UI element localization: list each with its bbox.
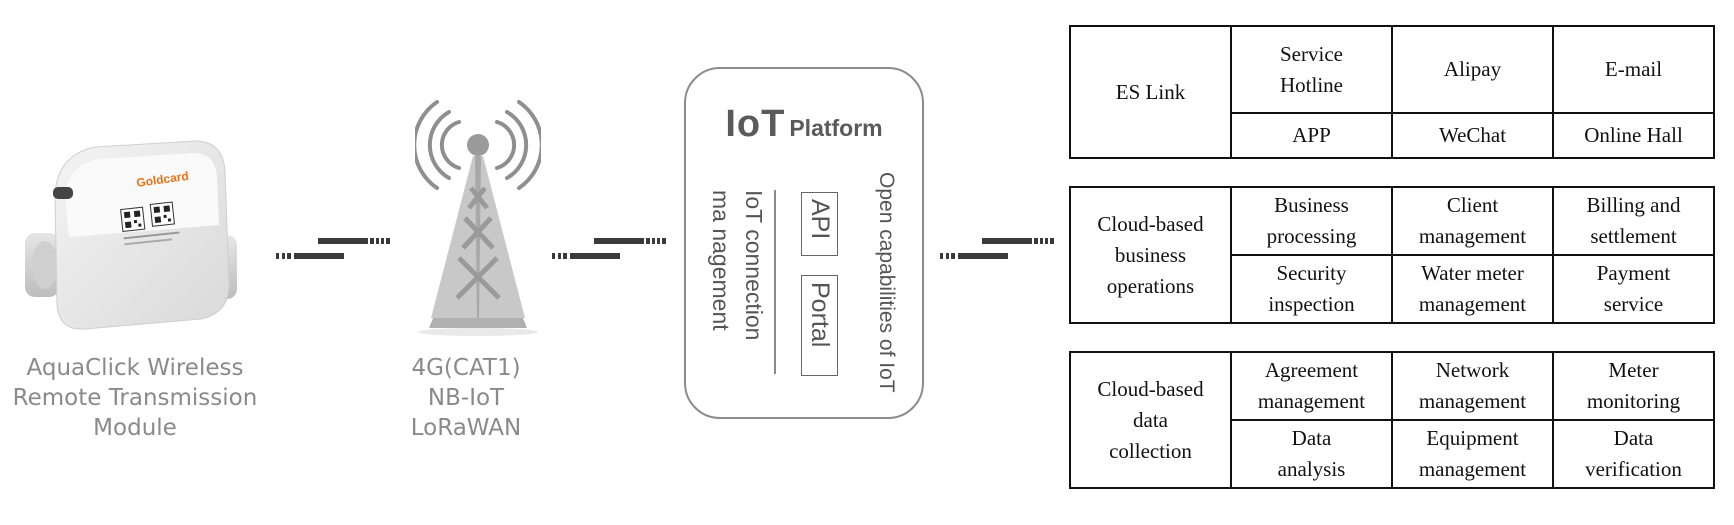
table-cell: Data verification — [1552, 419, 1715, 489]
network-type-label: 4G(CAT1) — [411, 355, 521, 381]
table-row: Security inspection Water meter manageme… — [1070, 254, 1715, 324]
cell-tower-icon — [415, 100, 541, 336]
table-cell: WeChat — [1391, 112, 1554, 159]
table-cell: APP — [1230, 112, 1393, 159]
connector-device-tower — [276, 238, 390, 259]
table-cell: Agreement management — [1230, 351, 1393, 421]
platform-divider — [774, 190, 776, 374]
table-row: APP WeChat Online Hall — [1070, 112, 1715, 159]
table-row: ES Link Service Hotline Alipay E-mail — [1069, 24, 1715, 159]
table-cell: Security inspection — [1230, 254, 1393, 324]
table-cell: Water meter management — [1391, 254, 1554, 324]
cloud-business-operations-table: Cloud-based business operations Business… — [1069, 186, 1715, 324]
table-row: Cloud-based data collection Agreement ma… — [1069, 351, 1715, 489]
connector-platform-services — [940, 238, 1054, 259]
table-cell: Meter monitoring — [1552, 351, 1715, 421]
device-caption-line: Remote Transmission — [12, 385, 258, 411]
device-caption: AquaClick Wireless Remote Transmission M… — [0, 353, 270, 443]
table-cell: Online Hall — [1552, 112, 1715, 159]
device-caption-line: Module — [93, 415, 177, 441]
es-link-table: ES Link Service Hotline Alipay E-mail AP… — [1069, 24, 1715, 159]
table-cell: Payment service — [1552, 254, 1715, 324]
api-label: API — [806, 199, 834, 240]
table-cell: Billing and settlement — [1552, 186, 1715, 256]
connector-tower-platform — [552, 238, 666, 259]
tower-caption: 4G(CAT1) NB-IoT LoRaWAN — [360, 353, 572, 443]
table-cell: Network management — [1391, 351, 1554, 421]
table-row: Cloud-based business operations Business… — [1069, 186, 1715, 324]
cloud-data-collection-table: Cloud-based data collection Agreement ma… — [1069, 351, 1715, 489]
iot-connection-label-2: ma nagement — [708, 190, 734, 331]
table-header-cell: Cloud-based data collection — [1069, 351, 1232, 489]
table-cell: Client management — [1391, 186, 1554, 256]
api-box: API — [801, 192, 838, 256]
table-cell: Business processing — [1230, 186, 1393, 256]
table-cell: E-mail — [1552, 24, 1715, 115]
device-caption-line: AquaClick Wireless — [26, 355, 244, 381]
platform-title-iot: IoT — [725, 103, 786, 145]
table-row: Data analysis Equipment management Data … — [1070, 419, 1715, 489]
table-cell: Service Hotline — [1230, 24, 1393, 115]
table-cell: Data analysis — [1230, 419, 1393, 489]
table-cell: Alipay — [1391, 24, 1554, 115]
network-type-label: LoRaWAN — [410, 415, 522, 441]
table-header-cell: Cloud-based business operations — [1069, 186, 1232, 324]
water-meter-module-image: Goldcard — [25, 140, 237, 330]
portal-box: Portal — [801, 275, 838, 376]
platform-title-platform: Platform — [789, 115, 883, 141]
open-capabilities-label: Open capabilities of IoT — [875, 172, 898, 393]
table-cell: Equipment management — [1391, 419, 1554, 489]
network-type-label: NB-IoT — [427, 385, 505, 411]
iot-connection-label: IoT connection — [741, 190, 767, 341]
table-header-cell: ES Link — [1069, 25, 1232, 159]
portal-label: Portal — [806, 282, 834, 348]
